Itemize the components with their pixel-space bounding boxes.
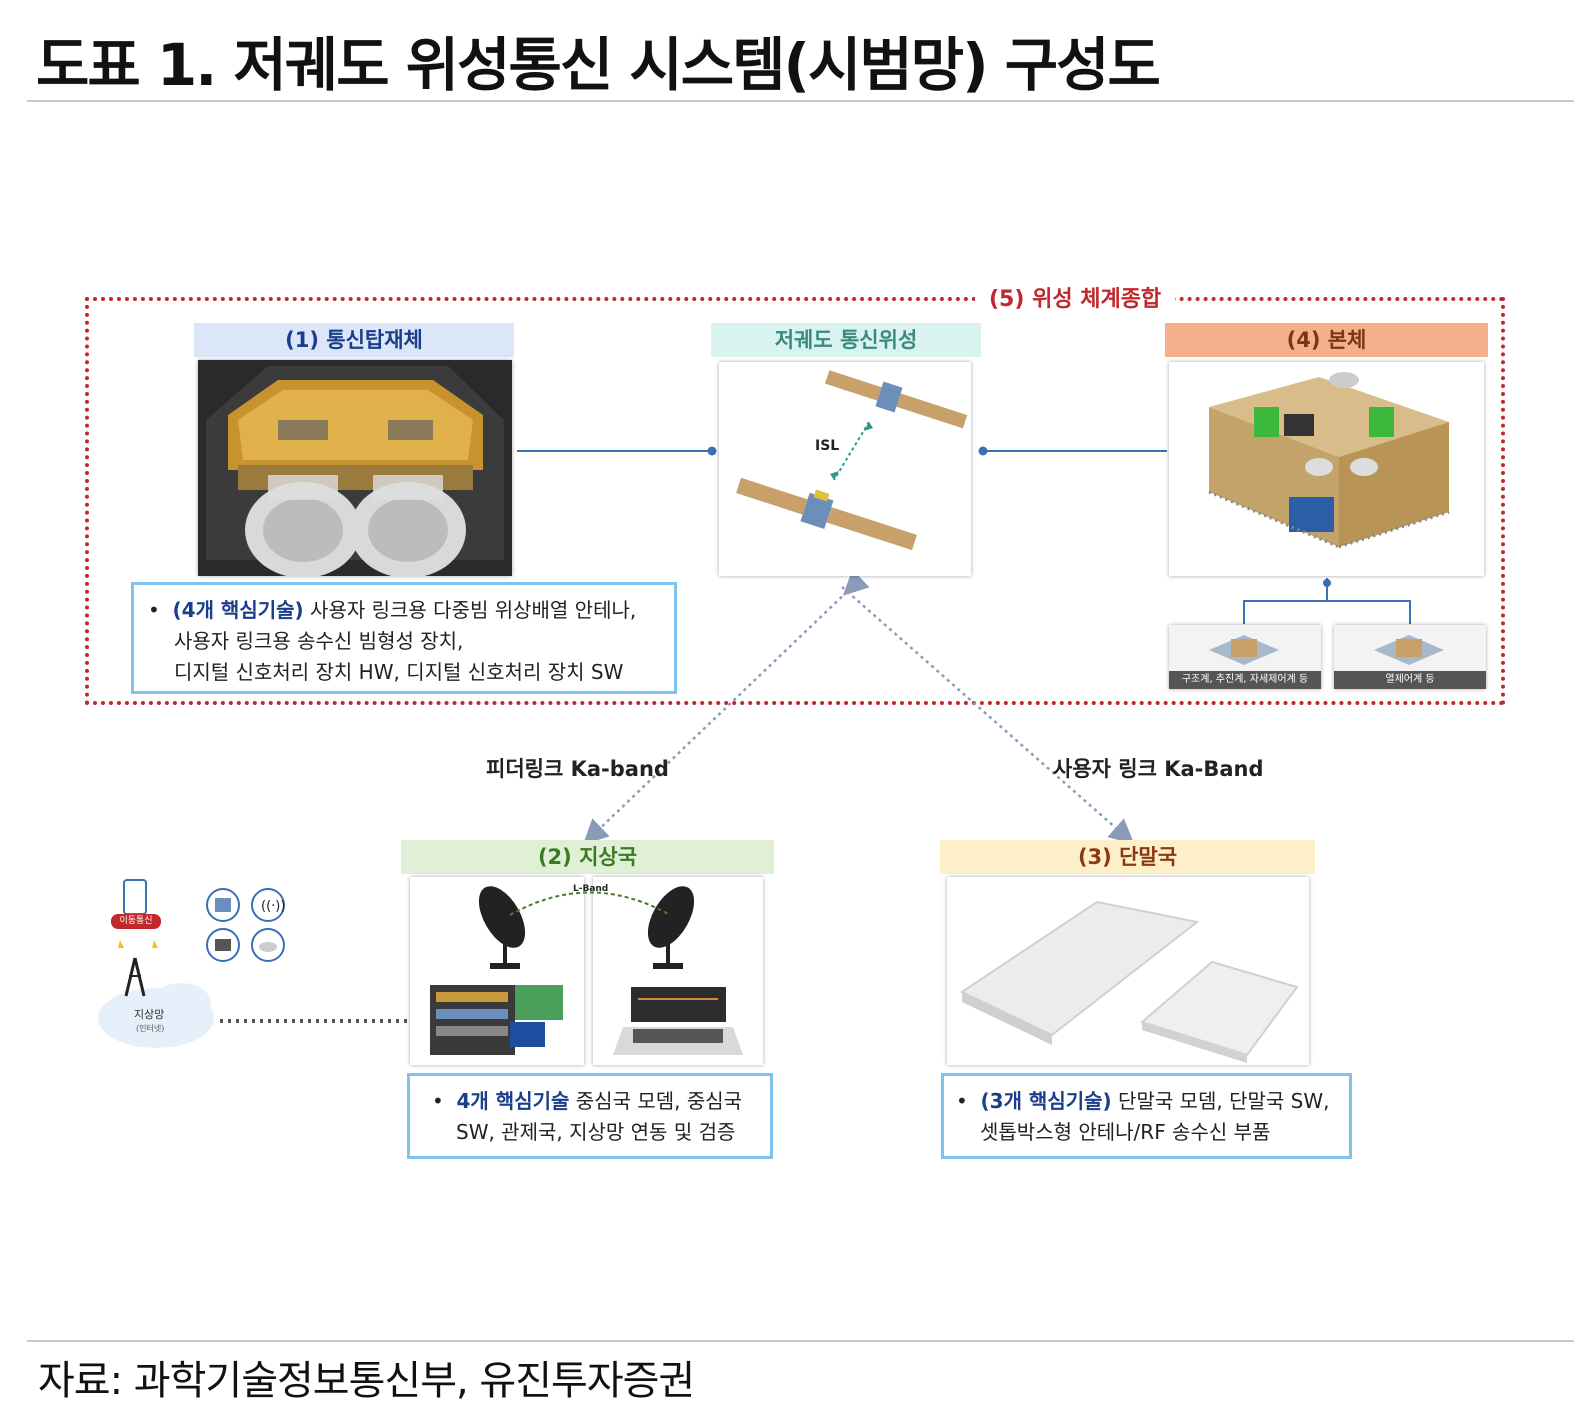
terminal-header: (3) 단말국 [940,840,1315,874]
feeder-link-label: 피더링크 Ka-band [486,757,669,781]
page-title: 도표 1. 저궤도 위성통신 시스템(시범망) 구성도 [36,31,1161,99]
ground-tech-box: • 4개 핵심기술 중심국 모뎀, 중심국 SW, 관제국, 지상망 연동 및 … [407,1073,773,1159]
ground-panel-right [593,877,763,1065]
payload-key: (4개 핵심기술) [172,598,304,622]
source-note: 자료: 과학기술정보통신부, 유진투자증권 [38,1358,695,1404]
lband-label: L-Band [573,884,609,894]
payload-line3: 디지털 신호처리 장치 HW, 디지털 신호처리 장치 SW [174,660,624,684]
user-link-line [841,586,1135,845]
payload-photo [198,360,512,576]
bus-header: (4) 본체 [1165,323,1488,357]
footer-divider [27,1340,1574,1342]
terminal-line2: 셋톱박스형 안테나/RF 송수신 부품 [980,1120,1271,1144]
bus-sub1-panel: 구조계, 추진계, 자세제어계 등 [1169,625,1321,689]
satellite-illustration: ISL [719,362,971,576]
terminal-line1: 단말국 모뎀, 단말국 SW, [1118,1089,1330,1113]
mobile-network-label: 이동통신 [111,914,161,929]
internet-label: (인터넷) [136,1024,165,1033]
ground-key: 4개 핵심기술 [456,1089,570,1113]
terminal-key: (3개 핵심기술) [980,1089,1112,1113]
bus-sub2-panel: 열제어계 등 [1334,625,1486,689]
bus-sub2-label: 열제어계 등 [1334,671,1486,689]
land-network-label: 지상망 [134,1008,165,1021]
bullet-dot: • [956,1089,981,1113]
payload-line2: 사용자 링크용 송수신 빔형성 장치, [174,629,464,653]
title-divider [27,100,1574,102]
bullet-dot: • [432,1089,457,1113]
bus-illustration [1169,362,1484,576]
terminal-illustration [947,877,1309,1065]
payload-tech-box: • (4개 핵심기술) 사용자 링크용 다중빔 위상배열 안테나, 사용자 링크… [131,582,677,694]
terminal-tech-box: • (3개 핵심기술) 단말국 모뎀, 단말국 SW, 셋톱박스형 안테나/RF… [941,1073,1352,1159]
payload-header: (1) 통신탑재체 [194,323,514,357]
system-integration-label: (5) 위성 체계종합 [975,281,1176,313]
satellite-header: 저궤도 통신위성 [711,323,981,357]
isl-label: ISL [815,438,839,454]
bullet-dot: • [148,598,173,622]
land-network-cluster: ((·)) 이동통신 지상망 (인터넷) [96,878,296,1058]
ground-line1: 중심국 모뎀, 중심국 [575,1089,743,1113]
user-link-label: 사용자 링크 Ka-Band [1053,757,1264,781]
svg-text:((·)): ((·)) [261,899,285,914]
ground-line2: SW, 관제국, 지상망 연동 및 검증 [456,1120,736,1144]
lband-arc [509,891,671,916]
bus-sub1-label: 구조계, 추진계, 자세제어계 등 [1169,671,1321,689]
payload-line1: 사용자 링크용 다중빔 위상배열 안테나, [310,598,637,622]
ground-panel-left [410,877,584,1065]
ground-header: (2) 지상국 [401,840,774,874]
